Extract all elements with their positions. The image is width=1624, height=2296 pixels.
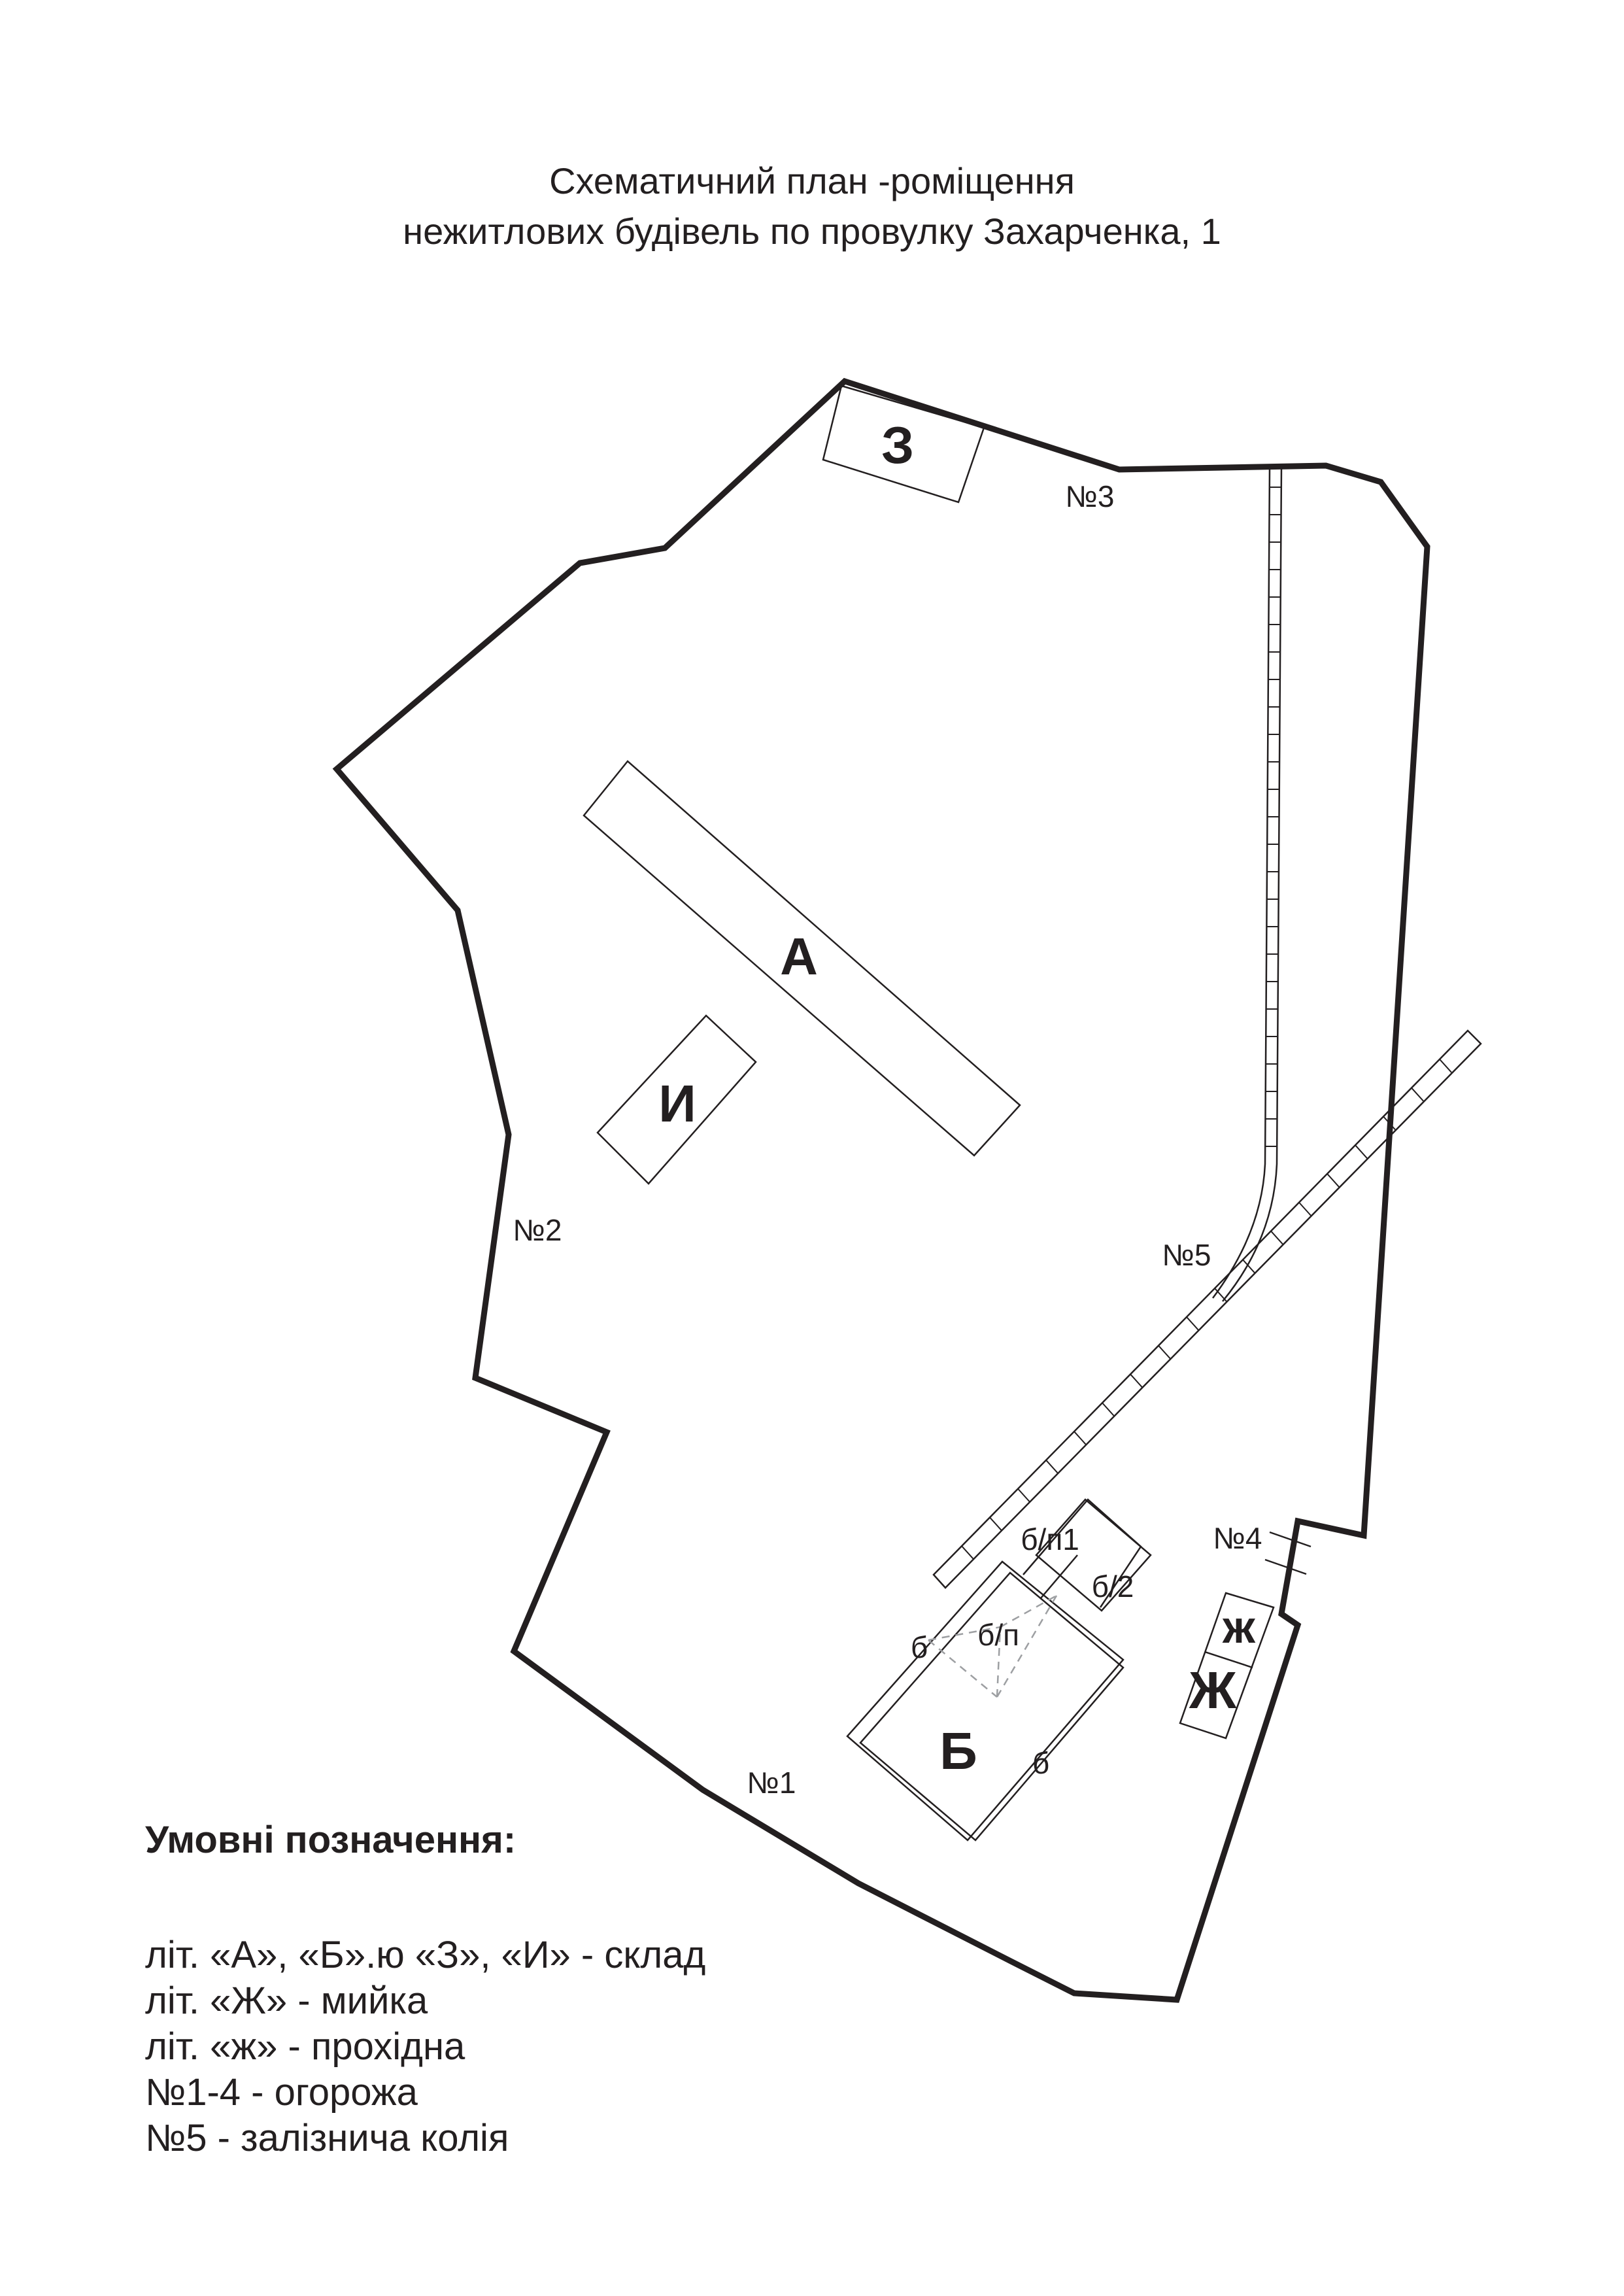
legend-heading: Умовні позначення: [145,1819,516,1861]
fence-label-2: №2 [513,1213,562,1247]
building-zh-upper-label: ж [1222,1602,1256,1653]
sub-label-b-right: б [1032,1746,1049,1780]
building-a-outline [583,760,1021,1157]
railway-track-5-ties [1265,487,1281,1147]
rail-tie [1411,1087,1424,1102]
railway-diagonal-ties [961,1059,1452,1560]
rail-tie [1074,1431,1087,1445]
legend-item: літ. «ж» - прохідна [145,2025,465,2068]
building-zh-lower-label: Ж [1189,1661,1237,1719]
building-zh-pair-outline [1179,1592,1275,1739]
railway-track-5-inner-rail [1222,466,1283,1302]
building-b-outline [846,1560,1125,1842]
rail-tie [1242,1259,1255,1273]
legend-item: №1-4 - огорожа [145,2071,418,2114]
fence-label-4: №4 [1213,1521,1262,1555]
building-b-label: Б [939,1722,977,1780]
rail-tie [1214,1288,1227,1302]
plan-title-line-1: Схематичний план -роміщення [549,160,1075,201]
building-zh-divider [1204,1651,1253,1669]
fence-4-ticks [1264,1531,1311,1575]
legend-item: літ. «Ж» - мийка [145,1979,428,2022]
rail-tie [1158,1345,1171,1360]
rail-tie [1355,1144,1368,1159]
annex-bp1-divider [1040,1554,1078,1600]
railway-diagonal-track [932,1029,1482,1589]
rail-tie [1045,1460,1058,1474]
rail-tie [989,1516,1002,1532]
track-label-5: №5 [1162,1238,1211,1272]
site-boundary-fence [332,377,1430,2003]
building-z-outline [822,385,985,504]
rail-tie [1383,1116,1396,1131]
sub-label-bp: б/п [977,1618,1019,1652]
building-a-label: А [780,927,818,985]
building-z-label: З [881,416,914,474]
rail-tie [1270,1230,1283,1245]
rail-tie [1327,1173,1340,1188]
railway-track-5-outer-rail [1211,466,1271,1299]
legend-item: літ. «А», «Б».ю «З», «И» - склад [145,1934,706,1976]
rail-tie [1439,1059,1452,1073]
building-i-outline [596,1014,757,1185]
sub-label-b2: б/2 [1092,1569,1134,1603]
fence-label-1: №1 [747,1766,796,1800]
building-b-dashed-lines [928,1594,1058,1698]
rail-tie [1186,1316,1199,1331]
rail-tie [1017,1488,1030,1503]
fence-label-3: №3 [1066,479,1115,513]
sub-label-b-left: б [911,1630,928,1664]
building-b-inner-outline [859,1571,1125,1842]
building-i-label: И [658,1074,696,1133]
rail-tie [1102,1402,1115,1416]
rail-tie [961,1545,974,1560]
rail-tie [1130,1373,1143,1388]
sub-label-bp1: б/п1 [1021,1522,1079,1556]
legend: Умовні позначення: літ. «А», «Б».ю «З», … [145,1818,705,2161]
plan-title-line-2: нежитлових будівель по провулку Захарчен… [403,211,1221,252]
rail-tie [1298,1202,1311,1216]
legend-item: №5 - залізнича колія [145,2117,509,2159]
annex-b2-lines [1023,1498,1142,1608]
